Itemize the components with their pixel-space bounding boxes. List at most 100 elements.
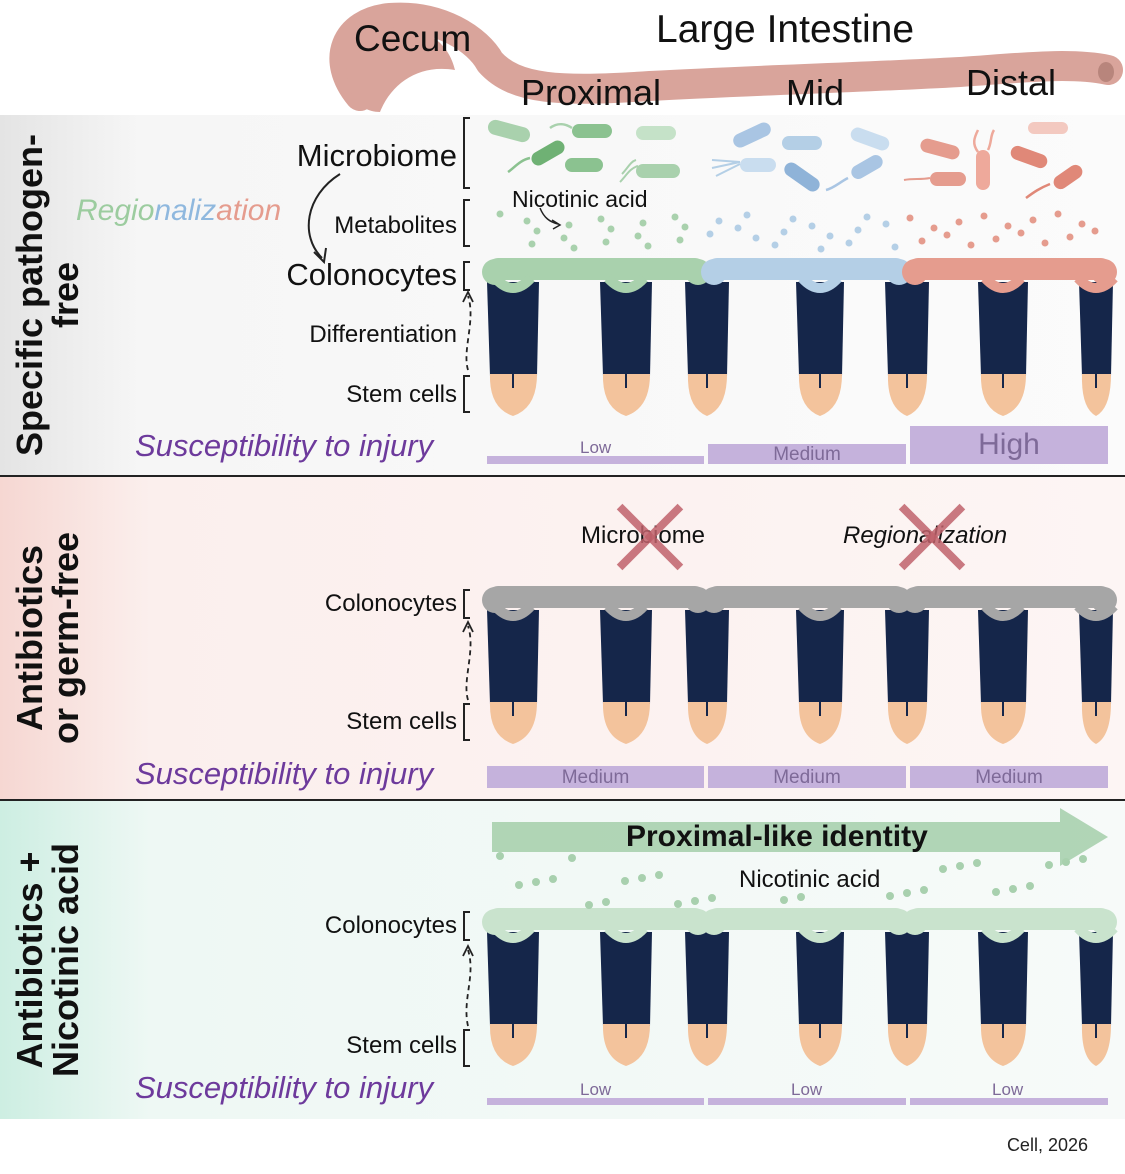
bacterium xyxy=(733,122,771,148)
stem-cell-niche xyxy=(602,1024,650,1066)
crypt-row-antibiotics xyxy=(482,586,1118,744)
colonocyte-bump xyxy=(482,587,508,613)
colonocyte-dip xyxy=(604,274,648,293)
colonocyte-bump xyxy=(1091,259,1117,285)
microbiome-distal-bacteria xyxy=(903,122,1083,200)
metabolite-dot xyxy=(918,237,926,245)
bacterium-flagellated xyxy=(549,123,573,130)
bacterium xyxy=(976,150,990,190)
colonocyte-bump xyxy=(902,909,928,935)
crypt xyxy=(600,932,652,1026)
regionalization-cross-icon xyxy=(897,502,967,572)
crypt xyxy=(796,610,844,704)
colonocytes-label-3: Colonocytes xyxy=(324,912,457,939)
bracket-metabolites xyxy=(463,199,470,247)
colonocyte-bump xyxy=(1091,909,1117,935)
bacterium xyxy=(930,172,966,186)
metabolite-dot xyxy=(930,224,938,232)
proximal-like-identity-label: Proximal-like identity xyxy=(626,820,928,853)
metabolite-dot xyxy=(597,215,605,223)
nicotinic-acid-dot xyxy=(602,898,610,906)
crypt xyxy=(685,932,729,1026)
stem-cells-label-2: Stem cells xyxy=(346,708,457,735)
stem-cell-niche xyxy=(887,374,927,416)
stem-cell-niche xyxy=(887,702,927,744)
colonocytes-label-2: Colonocytes xyxy=(324,590,457,617)
bracket-colonocytes-3 xyxy=(463,911,470,941)
colonocyte-bump xyxy=(482,259,508,285)
crypt-row-nicotinic xyxy=(482,908,1118,1066)
differentiation-arrowhead-2-icon xyxy=(462,619,474,633)
bacterium-flagellated xyxy=(903,177,931,181)
differentiation-arrow-3 xyxy=(465,949,472,1027)
intestine-end xyxy=(1098,62,1114,82)
crypt xyxy=(487,932,539,1026)
bacterium xyxy=(920,138,960,160)
susceptibility-bar-medium-proximal: Medium xyxy=(487,766,704,788)
bacterium xyxy=(784,162,820,192)
nicotinic-acid-dot xyxy=(585,901,593,909)
colonocyte-dip xyxy=(798,274,842,293)
crypt xyxy=(796,282,844,376)
susceptibility-bar-medium-distal: Medium xyxy=(910,766,1108,788)
metabolite-dot xyxy=(943,231,951,239)
bracket-microbiome xyxy=(463,117,470,189)
crypt xyxy=(487,282,539,376)
bacterium xyxy=(531,140,565,166)
bacterium-flagellated xyxy=(825,176,849,192)
differentiation-arrowhead-3-icon xyxy=(462,943,474,957)
crypt xyxy=(796,932,844,1026)
metabolite-dot xyxy=(845,239,853,247)
metabolite-dot xyxy=(882,220,890,228)
crypt xyxy=(1079,610,1113,704)
metabolite-dots xyxy=(496,210,1099,253)
nicotinic-acid-dot xyxy=(903,889,911,897)
bracket-colonocytes-2 xyxy=(463,589,470,619)
metabolite-dot xyxy=(1066,233,1074,241)
regionalization-arrowhead-icon xyxy=(313,247,327,265)
nicotinic-acid-dot xyxy=(708,894,716,902)
regionalization-label: Regionalization xyxy=(76,194,281,228)
stem-cell-niche xyxy=(687,1024,727,1066)
bacterium xyxy=(1028,122,1068,134)
colonocyte-surface xyxy=(487,908,706,930)
stem-cell-niche xyxy=(489,374,537,416)
bacterium xyxy=(487,119,531,143)
large-intestine-tube xyxy=(329,2,1123,111)
cecum-label: Cecum xyxy=(354,18,472,59)
metabolite-dot xyxy=(1041,239,1049,247)
susceptibility-bar-low-label: Low xyxy=(580,438,612,457)
colonocyte-bump xyxy=(902,587,928,613)
microbiome-mid-bacteria xyxy=(711,122,890,192)
panel-nicotinic-background xyxy=(0,801,1125,1119)
differentiation-arrow-1 xyxy=(465,295,472,371)
susceptibility-label-1: Susceptibility to injury xyxy=(135,428,434,463)
nicotinic-acid-dot xyxy=(674,900,682,908)
label-brackets xyxy=(463,117,470,1067)
colonocytes-label-1: Colonocytes xyxy=(286,257,457,292)
crypt xyxy=(600,282,652,376)
metabolite-dot xyxy=(1017,229,1025,237)
crypt xyxy=(1079,932,1113,1026)
panel-divider-2 xyxy=(0,799,1125,801)
susceptibility-label-2: Susceptibility to injury xyxy=(135,756,434,791)
metabolite-dot xyxy=(808,222,816,230)
bracket-stem-cells-1 xyxy=(463,375,470,413)
nicotinic-acid-dot xyxy=(973,859,981,867)
bacterium-flagellated xyxy=(507,156,531,174)
bacterium xyxy=(636,126,676,140)
stem-cells-label-1: Stem cells xyxy=(346,381,457,408)
nicotinic-acid-dot xyxy=(780,896,788,904)
nicotinic-acid-label-1: Nicotinic acid xyxy=(512,186,648,212)
metabolite-dot xyxy=(533,227,541,235)
metabolite-dot xyxy=(565,221,573,229)
nicotinic-acid-dot xyxy=(1079,855,1087,863)
stem-cell-niche xyxy=(798,374,842,416)
nicotinic-acid-dot xyxy=(1026,882,1034,890)
stem-cell-niche xyxy=(1081,374,1111,416)
nicotinic-acid-dot xyxy=(1009,885,1017,893)
metabolite-dot xyxy=(752,234,760,242)
stem-cell-niche xyxy=(980,1024,1026,1066)
microbiome-label: Microbiome xyxy=(296,138,457,173)
bacterium-flagellated xyxy=(1025,182,1051,200)
